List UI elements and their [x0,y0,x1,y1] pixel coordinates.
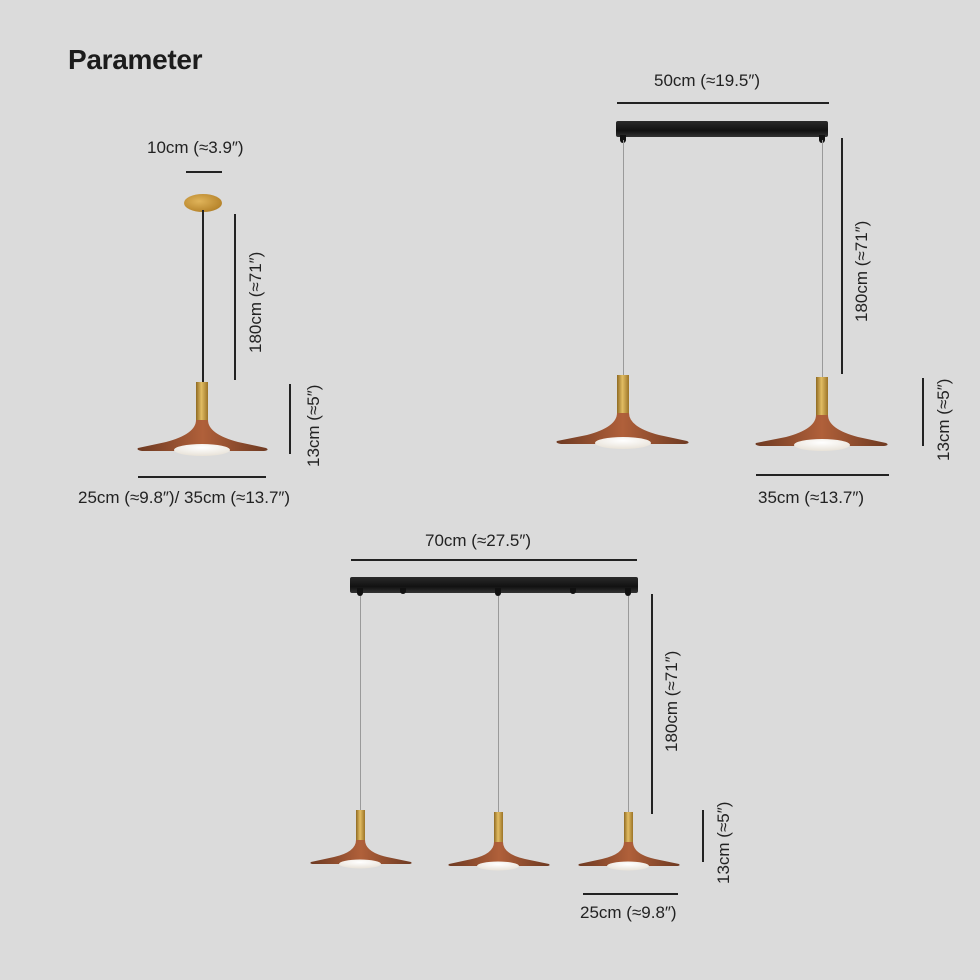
bar-length-label: 70cm (≈27.5″) [425,531,532,550]
bar-mount-icon [625,588,631,596]
shade-diameter-label: 25cm (≈9.8″)/ 35cm (≈13.7″) [78,488,291,507]
suspension-cord [498,596,499,812]
suspension-cord [360,596,361,812]
ceiling-canopy-icon [184,194,222,212]
pendant-lamp-icon [448,812,550,871]
shade-diameter-line [138,476,266,478]
cord-length-label: 180cm (≈71″) [662,650,681,752]
cord-length-label: 180cm (≈71″) [246,251,265,353]
cord-length-label: 180cm (≈71″) [852,220,871,322]
suspension-cord [623,140,624,376]
bar-mount-icon [495,588,501,596]
bar-mount-icon [819,135,825,143]
lamp-height-label: 13cm (≈5″) [304,384,323,467]
pendant-lamp-icon [137,382,268,456]
pendant-lamp-icon [310,810,412,869]
shade-diameter-line [756,474,889,476]
bar-mount-icon [620,135,626,143]
bar-length-label: 50cm (≈19.5″) [654,71,761,90]
ceiling-bar [350,577,638,593]
cord-length-line [234,214,236,380]
shade-diameter-label: 35cm (≈13.7″) [758,488,865,507]
suspension-cord [202,210,204,385]
shade-diameter-line [583,893,678,895]
pendant-lamp-icon [755,377,888,451]
bar-mount-icon [357,588,363,596]
suspension-cord [822,140,823,378]
canopy-width-line [186,171,222,173]
suspension-cord [628,596,629,812]
lamp-height-line [922,378,924,446]
pendant-lamp-icon [578,812,680,871]
page-title: Parameter [68,44,203,75]
ceiling-bar [616,121,828,137]
lamp-height-line [702,810,704,862]
pendant-lamp-icon [556,375,689,449]
shade-diameter-label: 25cm (≈9.8″) [580,903,677,922]
lamp-height-label: 13cm (≈5″) [934,378,953,461]
bar-length-line [351,559,637,561]
bar-mount-icon [400,588,406,594]
cord-length-line [651,594,653,814]
canopy-width-label: 10cm (≈3.9″) [147,138,244,157]
lamp-height-line [289,384,291,454]
bar-length-line [617,102,829,104]
lamp-height-label: 13cm (≈5″) [714,801,733,884]
cord-length-line [841,138,843,374]
bar-mount-icon [570,588,576,594]
